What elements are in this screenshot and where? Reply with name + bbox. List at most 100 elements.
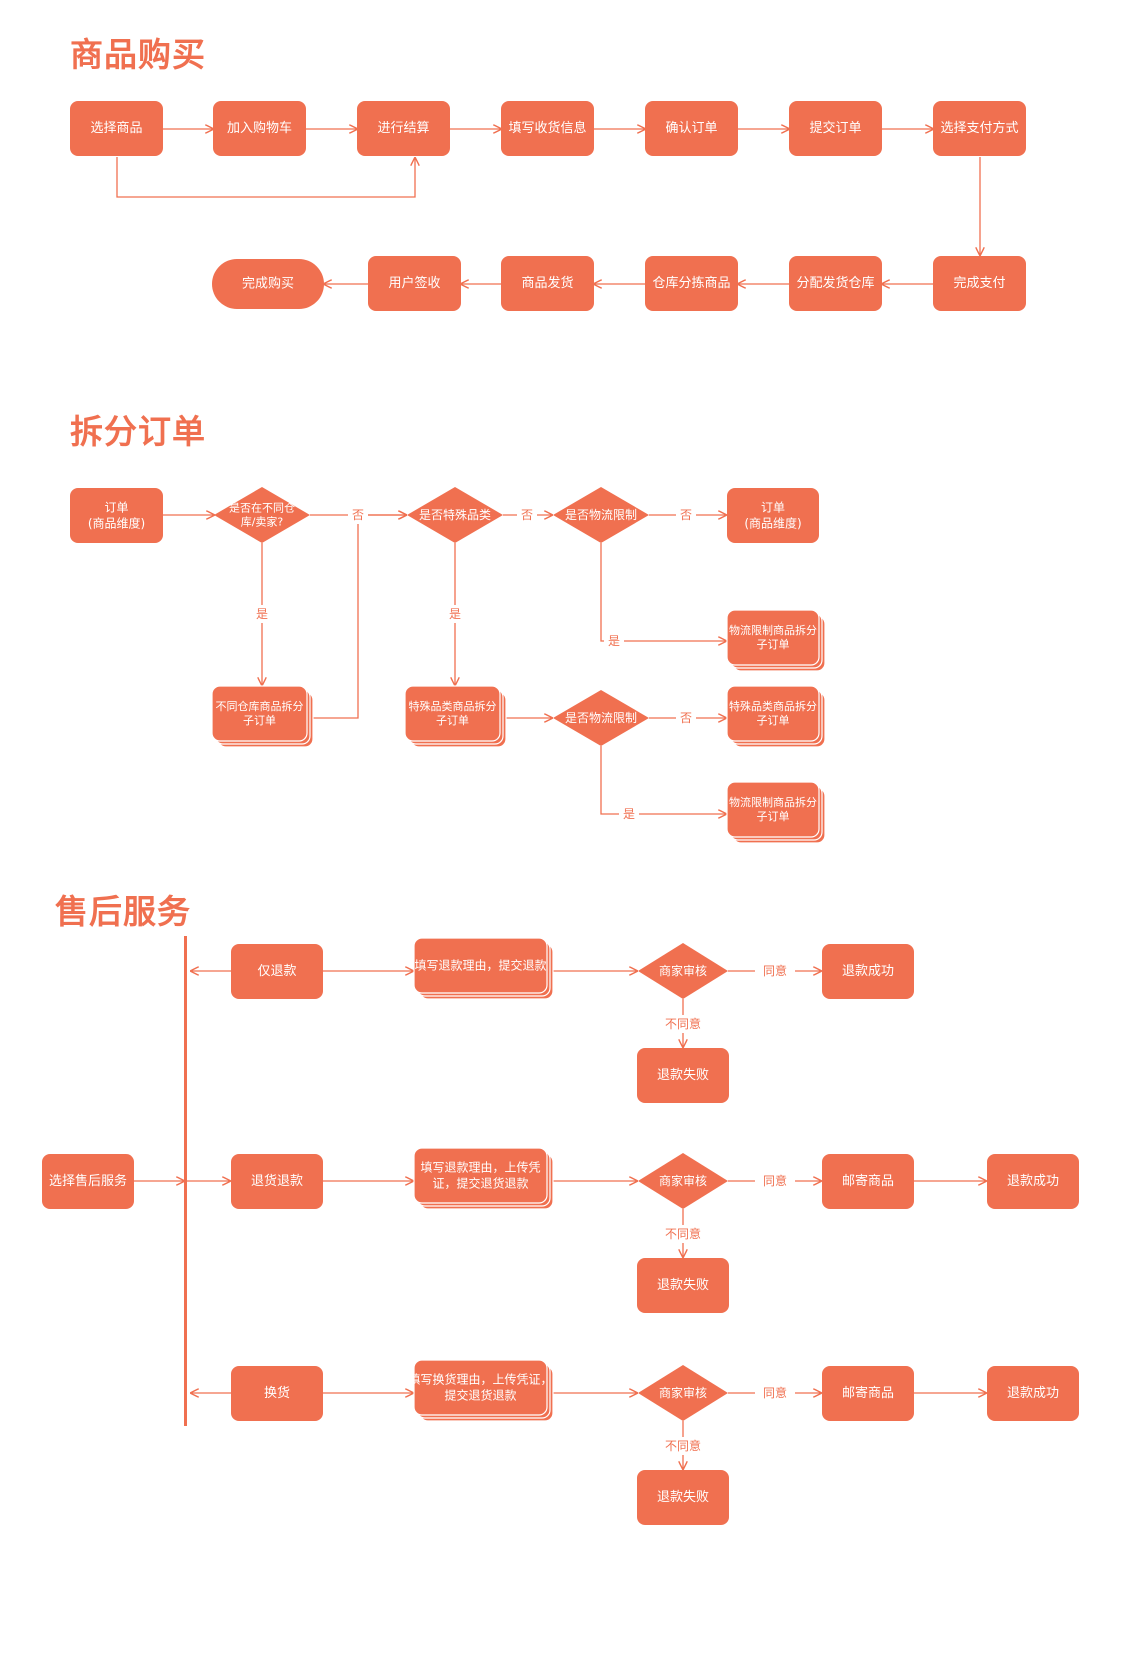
split-logistics-suborder-label-line-2: 子订单: [757, 638, 790, 651]
aftersales-return-refund: 退货退款: [231, 1154, 323, 1209]
arrow-split-q3-yes: [600, 543, 726, 641]
aftersales-return-refund-success: 退款成功: [987, 1154, 1079, 1209]
aftersales-exchange: 换货: [231, 1366, 323, 1421]
aftersales-start-shape: [42, 1154, 134, 1209]
aftersales-refund-only-review: 商家审核: [638, 943, 728, 999]
label-split-q1-no: 否: [352, 508, 364, 522]
aftersales-exchange-fail-shape: [637, 1470, 729, 1525]
step-complete-payment-label: 完成支付: [953, 276, 1005, 291]
step-fill-address-label: 填写收货信息: [508, 120, 586, 136]
split-q-logistics-2-label: 是否物流限制: [565, 711, 637, 725]
aftersales-return-refund-fail-label: 退款失败: [657, 1278, 709, 1293]
step-select-payment: 选择支付方式: [933, 101, 1026, 156]
label-split-q3-yes: 是: [608, 634, 620, 648]
split-q-logistics-2: 是否物流限制: [553, 690, 649, 746]
section-title-split-order: 拆分订单: [70, 412, 206, 451]
aftersales-return-refund-success-shape: [987, 1154, 1079, 1209]
aftersales-return-refund-review: 商家审核: [638, 1153, 728, 1209]
split-q-different-warehouse-shape: [214, 487, 310, 543]
step-complete-purchase-label: 完成购买: [242, 276, 294, 292]
aftersales-exchange-review-label: 商家审核: [659, 1385, 707, 1400]
label-exchange-disagree-bg: [663, 1437, 703, 1455]
aftersales-refund-only-form-label: 填写退款理由，提交退款: [414, 958, 546, 973]
step-ship-goods-shape: [501, 256, 594, 311]
split-q-different-warehouse-label-line-1: 是否在不同仓: [229, 500, 295, 514]
arrow-split-q4-yes: [600, 746, 726, 814]
split-special-suborder-2-label-line-2: 子订单: [757, 714, 790, 727]
label-exchange-agree-bg: [755, 1384, 795, 1402]
split-q-different-warehouse-label-line-2: 库/卖家?: [241, 515, 284, 529]
step-complete-payment-shape: [933, 256, 1026, 311]
step-select-payment-label: 选择支付方式: [940, 120, 1018, 136]
aftersales-exchange-fail-label: 退款失败: [657, 1490, 709, 1505]
split-order-start: 订单(商品维度): [70, 488, 163, 543]
aftersales-exchange-form: 填写换货理由，上传凭证，提交退货退款: [408, 1359, 554, 1422]
aftersales-exchange-label: 换货: [264, 1385, 290, 1401]
aftersales-exchange-shape: [231, 1366, 323, 1421]
label-split-q2-no: 否: [521, 508, 533, 522]
aftersales-exchange-mail-goods-label: 邮寄商品: [842, 1385, 894, 1401]
section-title-purchase: 商品购买: [70, 35, 206, 74]
aftersales-return-refund-review-label: 商家审核: [659, 1173, 707, 1188]
aftersales-exchange-form-label-line-1: 填写换货理由，上传凭证，: [408, 1372, 552, 1387]
aftersales-return-refund-form: 填写退款理由，上传凭证，提交退货退款: [413, 1147, 554, 1210]
aftersales-return-refund-mail-goods: 邮寄商品: [822, 1154, 914, 1209]
label-split-q2-yes-bg: [445, 605, 465, 623]
aftersales-refund-only-form-shape: [413, 937, 548, 994]
label-return-refund-agree-bg: [755, 1172, 795, 1190]
step-checkout-label: 进行结算: [377, 121, 429, 136]
aftersales-start-label: 选择售后服务: [49, 1173, 127, 1189]
split-warehouse-suborder-label-line-2: 子订单: [243, 714, 276, 727]
split-logistics-suborder-shape: [726, 609, 820, 666]
label-split-q1-yes-bg: [252, 605, 272, 623]
aftersales-return-refund-mail-goods-shape: [822, 1154, 914, 1209]
label-return-refund-disagree-bg: [663, 1225, 703, 1243]
aftersales-refund-only-review-label: 商家审核: [659, 963, 707, 978]
label-refund-only-agree-bg: [755, 962, 795, 980]
step-user-sign-label: 用户签收: [388, 275, 440, 291]
aftersales-return-refund-form-label-line-1: 填写退款理由，上传凭: [420, 1160, 540, 1175]
aftersales-refund-only-success-shape: [822, 944, 914, 999]
step-sort-goods-shape: [645, 256, 738, 311]
step-confirm-order-label: 确认订单: [665, 121, 717, 136]
step-fill-address-shape: [501, 101, 594, 156]
label-refund-only-disagree-bg: [663, 1015, 703, 1033]
step-assign-warehouse: 分配发货仓库: [789, 256, 882, 311]
split-q-logistics: 是否物流限制: [553, 487, 649, 543]
split-logistics-suborder-2-shape: [726, 781, 820, 838]
label-refund-only-agree: 同意: [763, 963, 787, 978]
split-special-suborder-shape: [404, 685, 501, 742]
split-order-start-label-line-1: 订单: [104, 501, 128, 515]
label-split-q3-yes-bg: [604, 632, 624, 650]
step-submit-order-shape: [789, 101, 882, 156]
aftersales-refund-only-form: 填写退款理由，提交退款: [413, 937, 554, 1000]
split-q-logistics-label: 是否物流限制: [565, 508, 637, 522]
split-order-end-label-line-2: (商品维度): [744, 515, 801, 530]
aftersales-return-refund-shape: [231, 1154, 323, 1209]
aftersales-return-refund-success-label: 退款成功: [1007, 1174, 1059, 1189]
split-order-end-label-line-1: 订单: [761, 501, 785, 515]
aftersales-refund-only-fail-shape: [637, 1048, 729, 1103]
aftersales-exchange-form-label-line-2: 提交退货退款: [444, 1387, 516, 1402]
split-q-special-category: 是否特殊品类: [407, 487, 503, 543]
step-select-goods: 选择商品: [70, 101, 163, 156]
split-logistics-suborder-2-label-line-1: 物流限制商品拆分: [729, 795, 817, 809]
step-add-to-cart-label: 加入购物车: [227, 120, 292, 136]
aftersales-exchange-form-shape: [413, 1359, 548, 1416]
aftersales-exchange-mail-goods: 邮寄商品: [822, 1366, 914, 1421]
aftersales-return-refund-label: 退货退款: [251, 1173, 303, 1189]
arrow-split-warehouse-to-q2: [313, 515, 406, 719]
step-ship-goods: 商品发货: [501, 256, 594, 311]
step-complete-payment: 完成支付: [933, 256, 1026, 311]
split-warehouse-suborder-shape: [211, 685, 308, 742]
split-special-suborder-label-line-1: 特殊品类商品拆分: [409, 699, 497, 713]
step-complete-purchase-shape: [212, 259, 324, 309]
aftersales-return-refund-fail-shape: [637, 1258, 729, 1313]
split-special-suborder-2-label-line-1: 特殊品类商品拆分: [729, 699, 817, 713]
aftersales-refund-only-label: 仅退款: [257, 964, 296, 979]
step-ship-goods-label: 商品发货: [521, 275, 573, 291]
step-assign-warehouse-shape: [789, 256, 882, 311]
